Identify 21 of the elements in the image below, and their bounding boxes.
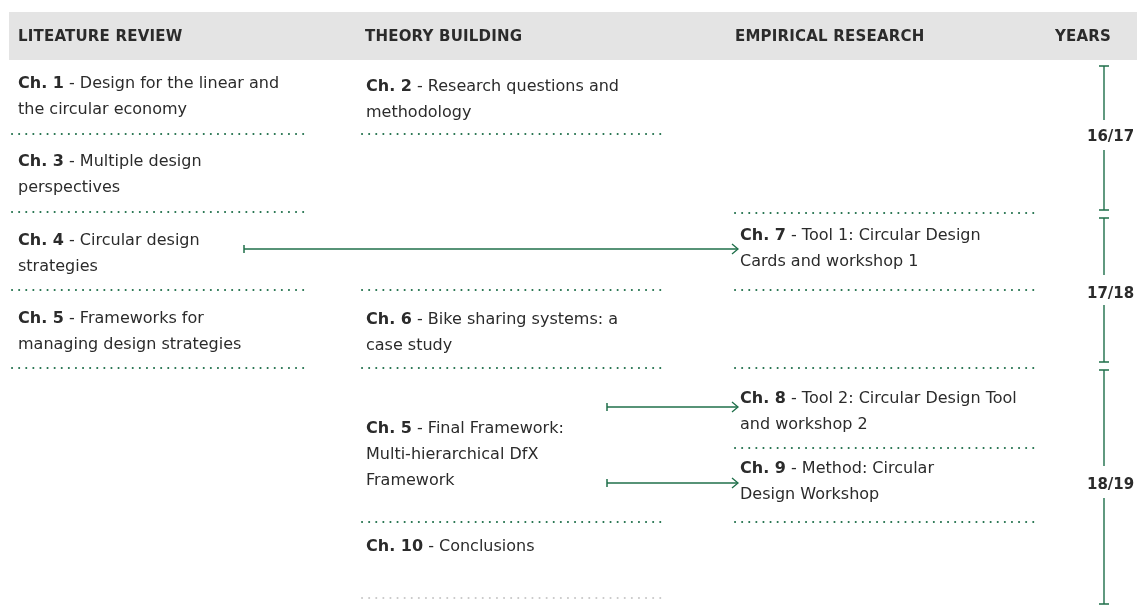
chapter-entry: Ch. 3 - Multiple design perspectives <box>18 148 243 200</box>
chapter-entry: Ch. 6 - Bike sharing systems: a case study <box>366 306 646 358</box>
chapter-entry: Ch. 5 - Frameworks for managing design strategies <box>18 305 246 357</box>
column-header: EMPIRICAL RESEARCH <box>735 27 925 45</box>
chapter-entry: Ch. 1 - Design for the linear and the circular economy <box>18 70 280 122</box>
year-label: 16/17 <box>1087 127 1135 145</box>
arrow <box>243 243 739 255</box>
chapter-entry: Ch. 9 - Method: Circular Design Workshop <box>740 455 970 507</box>
chapter-entry: Ch. 2 - Research questions and methodology <box>366 73 641 125</box>
year-label: 18/19 <box>1087 475 1135 493</box>
chapter-entry: Ch. 5 - Final Framework: Multi-hierarchical DfX Framework <box>366 415 606 493</box>
chapter-entry: Ch. 10 - Conclusions <box>366 533 646 559</box>
arrow <box>606 401 739 413</box>
chapter-entry: Ch. 7 - Tool 1: Circular Design Cards and workshop 1 <box>740 222 1025 274</box>
column-header: LITEATURE REVIEW <box>18 27 183 45</box>
chapter-entry: Ch. 4 - Circular design strategies <box>18 227 243 279</box>
chapter-entry: Ch. 8 - Tool 2: Circular Design Tool and workshop 2 <box>740 385 1030 437</box>
column-header: THEORY BUILDING <box>365 27 523 45</box>
year-label: 17/18 <box>1087 284 1135 302</box>
arrow <box>606 477 739 489</box>
column-header: YEARS <box>1055 27 1112 45</box>
